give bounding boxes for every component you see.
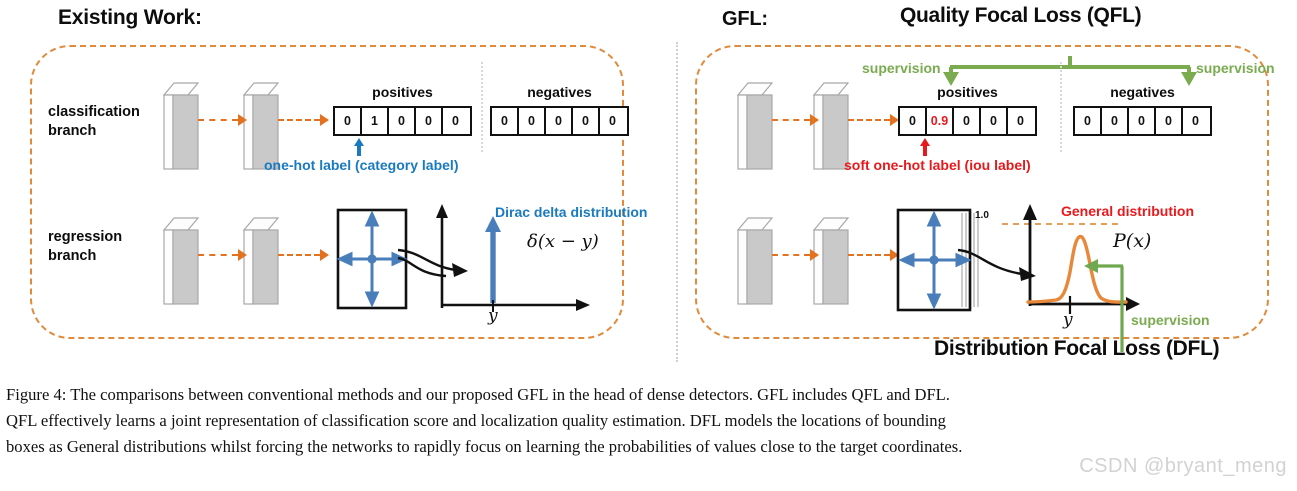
flow-arrow	[772, 249, 820, 261]
general-distribution-formula: P(x)	[1113, 230, 1152, 252]
negatives-caption: negatives	[1110, 84, 1175, 100]
feature-map-slab	[242, 82, 280, 170]
gfl-title: GFL:	[722, 8, 768, 30]
vector-cell: 0	[1102, 108, 1129, 134]
vector-cell: 0	[981, 108, 1008, 134]
vector-cell: 0	[600, 108, 625, 134]
vector-cell: 0	[389, 108, 416, 134]
vector-cell: 1	[362, 108, 389, 134]
flow-arrow	[848, 114, 900, 126]
flow-arrow	[278, 114, 330, 126]
flow-arrow	[772, 114, 820, 126]
supervision-bar	[943, 56, 1197, 86]
supervision-label-right: supervision	[1196, 60, 1275, 76]
vector-cell: 0	[546, 108, 573, 134]
soft-one-hot-label-callout: soft one-hot label (iou label)	[844, 157, 1031, 173]
supervision-label-left: supervision	[862, 60, 941, 76]
pos-neg-divider	[1060, 62, 1062, 152]
general-x-tick-y: y	[1063, 310, 1073, 330]
vector-cell: 0	[1008, 108, 1033, 134]
dirac-formula: δ(x − y)	[527, 231, 599, 252]
vector-cell: 0	[1156, 108, 1183, 134]
negatives-caption: negatives	[527, 84, 592, 100]
figure-caption: Figure 4: The comparisons between conven…	[6, 382, 1292, 460]
y-axis-max-label: 1.0	[975, 210, 989, 221]
existing-work-panel	[30, 45, 624, 339]
vector-cell: 0	[492, 108, 519, 134]
vector-cell: 0	[1129, 108, 1156, 134]
caption-line: boxes as General distributions whilst fo…	[6, 437, 963, 456]
panel-divider	[676, 42, 678, 362]
positives-caption: positives	[372, 84, 433, 100]
flow-arrow	[278, 249, 330, 261]
vector-cell: 0	[519, 108, 546, 134]
vector-cell: 0	[1075, 108, 1102, 134]
dirac-plot-title: Dirac delta distribution	[495, 204, 648, 220]
csdn-watermark: CSDN @bryant_meng	[1079, 455, 1287, 477]
vector-cell: 0	[573, 108, 600, 134]
flow-arrow	[198, 249, 248, 261]
gfl-panel	[695, 45, 1269, 339]
one-hot-label-callout: one-hot label (category label)	[264, 157, 459, 173]
feature-map-slab	[162, 82, 200, 170]
regression-branch-label: regression branch	[48, 229, 123, 264]
feature-map-slab	[736, 82, 774, 170]
one-hot-callout-arrow	[352, 138, 366, 156]
existing-work-title: Existing Work:	[58, 6, 202, 29]
feature-map-slab	[812, 217, 850, 305]
caption-line: Figure 4: The comparisons between conven…	[6, 385, 950, 404]
qfl-title: Quality Focal Loss (QFL)	[900, 4, 1142, 27]
vector-cell: 0	[416, 108, 443, 134]
vector-cell: 0	[900, 108, 927, 134]
flow-arrow	[848, 249, 900, 261]
vector-cell: 0	[954, 108, 981, 134]
classification-branch-label: classification branch	[48, 104, 140, 139]
feature-map-slab	[736, 217, 774, 305]
positives-caption: positives	[937, 84, 998, 100]
figure-area: Existing Work: GFL: Quality Focal Loss (…	[30, 4, 1275, 362]
soft-one-hot-callout-arrow	[918, 138, 932, 156]
general-distribution-title: General distribution	[1061, 203, 1195, 219]
vector-cell: 0	[443, 108, 468, 134]
flow-arrow	[198, 114, 248, 126]
dfl-title: Distribution Focal Loss (DFL)	[934, 337, 1220, 360]
feature-map-slab	[162, 217, 200, 305]
caption-line: QFL effectively learns a joint represent…	[6, 411, 946, 430]
dirac-x-tick-y: y	[488, 306, 498, 326]
supervision-label-dfl: supervision	[1131, 312, 1210, 328]
pos-neg-divider	[481, 62, 483, 152]
feature-map-slab	[242, 217, 280, 305]
vector-cell: 0.9	[927, 108, 954, 134]
feature-map-slab	[812, 82, 850, 170]
vector-cell: 0	[335, 108, 362, 134]
vector-cell: 0	[1183, 108, 1208, 134]
